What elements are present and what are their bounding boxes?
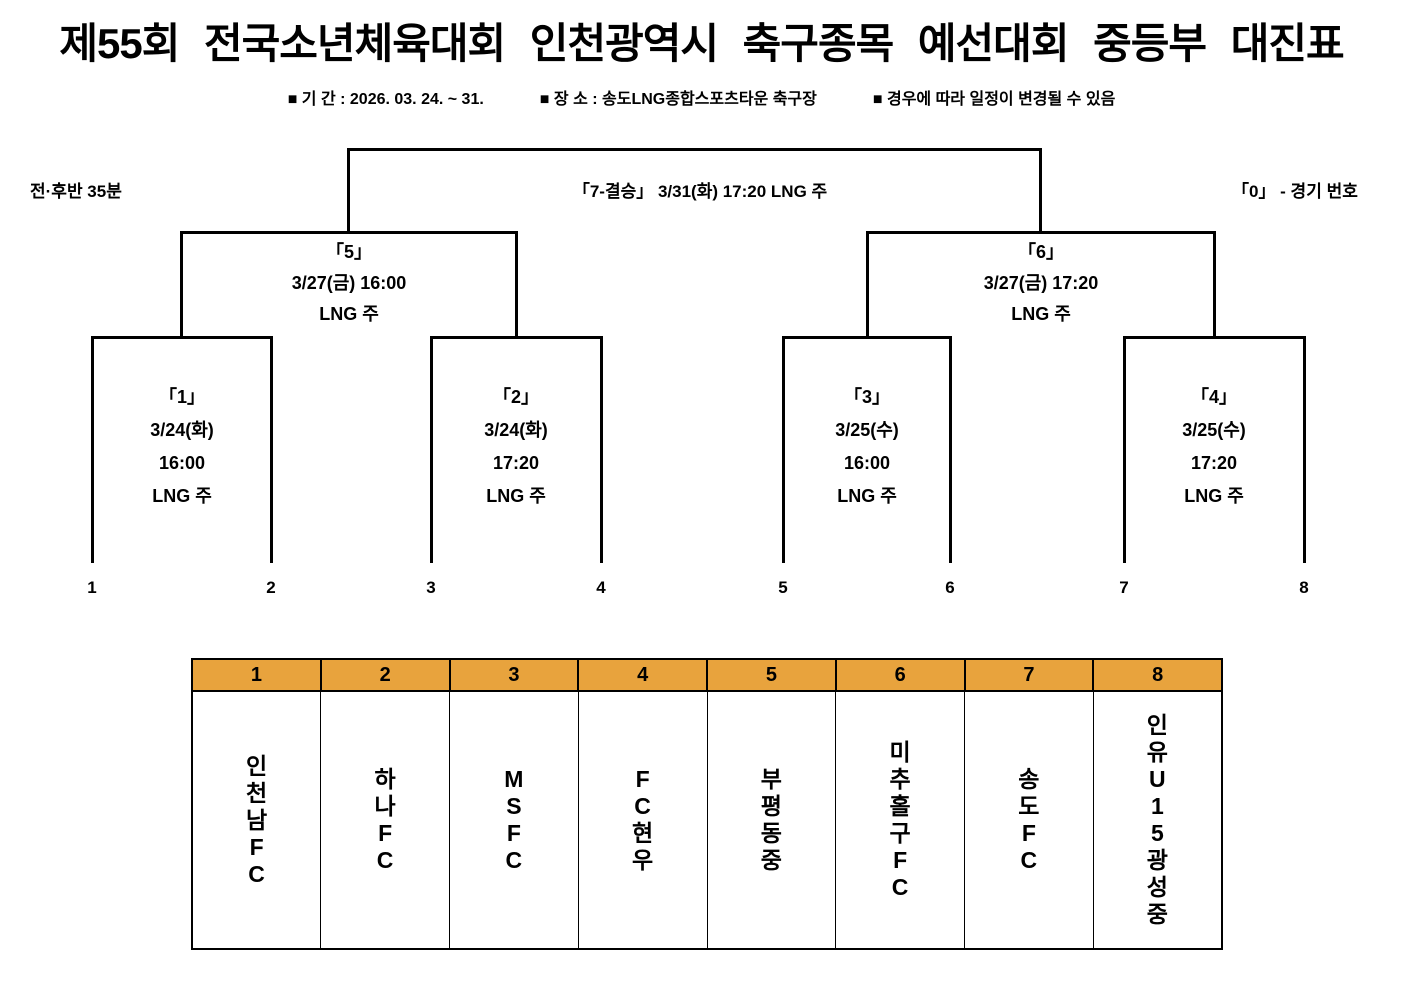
table-header-cell-5: 5	[706, 658, 837, 692]
info-row: ■ 기 간 : 2026. 03. 24. ~ 31. ■ 장 소 : 송도LN…	[0, 85, 1403, 109]
match-venue: LNG 주	[319, 304, 379, 324]
match-number: 「1」	[158, 387, 205, 407]
seed-number-2: 2	[266, 578, 276, 597]
match-time: 16:00	[843, 453, 891, 473]
semifinal-5-connector-line	[180, 231, 518, 337]
match-duration-note: 전·후반 35분	[30, 182, 122, 201]
match-number-legend: 「0」 - 경기 번호	[1232, 182, 1358, 201]
match-date: 3/25(수)	[1182, 420, 1246, 440]
match-4-connector-line	[1123, 336, 1306, 563]
page-title: 제55회 전국소년체육대회 인천광역시 축구종목 예선대회 중등부 대진표	[59, 20, 1344, 67]
match-datetime: 3/27(금) 17:20	[983, 273, 1099, 293]
seed-number-7: 7	[1119, 578, 1129, 597]
match-date: 3/24(화)	[484, 420, 548, 440]
match-3-label: 「3」 3/25(수) 16:00 LNG 주	[835, 381, 899, 513]
match-datetime: 3/27(금) 16:00	[291, 273, 407, 293]
match-time: 17:20	[1190, 453, 1238, 473]
table-header-cell-6: 6	[834, 658, 966, 692]
entry-table-header-row: 1 2 3 4 5 6 7 8	[191, 658, 1223, 692]
match-date: 3/24(화)	[150, 420, 214, 440]
match-venue: LNG 주	[1184, 486, 1244, 506]
final-match-label: 「7-결승」 3/31(화) 17:20 LNG 주	[572, 182, 828, 201]
match-time: 17:20	[492, 453, 540, 473]
seed-number-6: 6	[945, 578, 955, 597]
match-venue: LNG 주	[152, 486, 212, 506]
seed-number-8: 8	[1299, 578, 1309, 597]
seed-number-5: 5	[778, 578, 788, 597]
seed-number-3: 3	[426, 578, 436, 597]
match-2-label: 「2」 3/24(화) 17:20 LNG 주	[484, 381, 548, 513]
semifinal-6-label: 「6」 3/27(금) 17:20 LNG 주	[984, 237, 1099, 330]
table-header-cell-2: 2	[319, 658, 451, 692]
match-time: 16:00	[158, 453, 206, 473]
info-note: ■ 경우에 따라 일정이 변경될 수 있음	[872, 91, 1116, 108]
table-header-cell-4: 4	[577, 658, 708, 692]
match-3-connector-line	[782, 336, 952, 563]
info-period: ■ 기 간 : 2026. 03. 24. ~ 31.	[287, 91, 484, 108]
match-1-label: 「1」 3/24(화) 16:00 LNG 주	[150, 381, 214, 513]
table-header-cell-3: 3	[448, 658, 580, 692]
match-venue: LNG 주	[837, 486, 897, 506]
match-1-connector-line	[91, 336, 273, 563]
match-date: 3/25(수)	[835, 420, 899, 440]
seed-number-4: 4	[596, 578, 606, 597]
info-venue: ■ 장 소 : 송도LNG종합스포츠타운 축구장	[539, 91, 817, 108]
table-header-cell-7: 7	[963, 658, 1095, 692]
match-number: 「4」	[1190, 387, 1237, 407]
table-header-cell-8: 8	[1092, 658, 1223, 692]
match-number: 「6」	[1017, 242, 1064, 262]
match-2-connector-line	[430, 336, 603, 563]
match-number: 「5」	[325, 242, 372, 262]
match-4-label: 「4」 3/25(수) 17:20 LNG 주	[1182, 381, 1246, 513]
match-number: 「2」	[492, 387, 539, 407]
match-venue: LNG 주	[486, 486, 546, 506]
semifinal-5-label: 「5」 3/27(금) 16:00 LNG 주	[292, 237, 407, 330]
table-header-cell-1: 1	[191, 658, 322, 692]
match-venue: LNG 주	[1011, 304, 1071, 324]
semifinal-6-connector-line	[866, 231, 1216, 337]
final-connector-line	[347, 148, 1042, 233]
match-number: 「3」	[843, 387, 890, 407]
seed-number-1: 1	[87, 578, 97, 597]
